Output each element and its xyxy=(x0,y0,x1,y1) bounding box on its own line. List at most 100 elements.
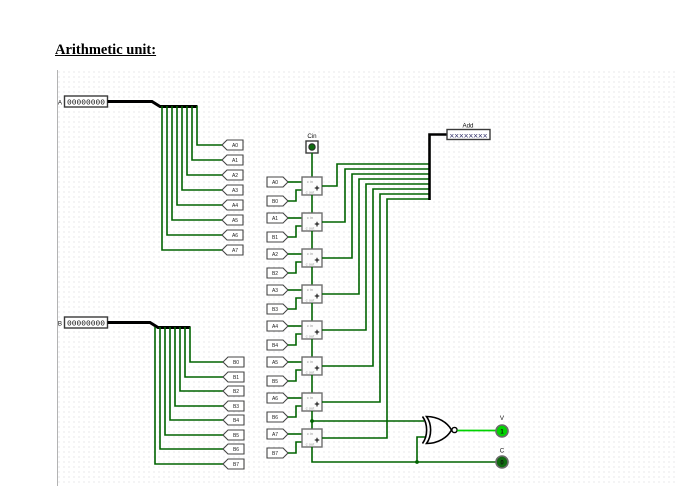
wire xyxy=(191,106,222,161)
adder-plus-sign: + xyxy=(314,435,319,445)
adder-bit0: A0 B0 c in c out + xyxy=(266,163,429,213)
tunnel-shape xyxy=(266,356,289,368)
tunnel-shape xyxy=(222,458,245,470)
tunnel-label: B0 xyxy=(233,360,239,366)
tunnel-shape xyxy=(266,248,289,260)
add-value: xxxxxxxx xyxy=(450,131,488,139)
tunnel-shape xyxy=(266,447,289,459)
wire xyxy=(288,297,302,310)
add-box xyxy=(446,128,491,141)
adder-bit4: A4 B4 c in c out + xyxy=(266,183,429,357)
wire xyxy=(288,369,302,382)
adder-cin-label: c in xyxy=(307,215,313,220)
cin-label: Cin xyxy=(307,133,317,140)
adder-cin-label: c in xyxy=(307,323,313,328)
add-label: Add xyxy=(462,123,474,130)
wire xyxy=(171,106,222,221)
tunnel-label: A3 xyxy=(272,288,278,294)
adder-cin-label: c in xyxy=(307,179,313,184)
tunnel-label: A6 xyxy=(232,233,238,239)
adder-cout-label: c out xyxy=(306,406,316,411)
tunnel-label: B2 xyxy=(233,389,239,395)
wire xyxy=(179,327,223,392)
tunnel-shape xyxy=(221,184,244,196)
tunnel-shape xyxy=(221,229,244,241)
tunnel-shape xyxy=(266,195,289,207)
adder-cin-label: c in xyxy=(307,251,313,256)
a-fanout-wires xyxy=(161,106,222,251)
tunnel-shape xyxy=(221,199,244,211)
tunnel-shape xyxy=(266,212,289,224)
tunnel-shape xyxy=(266,176,289,188)
v-label: V xyxy=(500,415,505,422)
tunnel-shape xyxy=(266,392,289,404)
adder-cout-label: c out xyxy=(306,190,316,195)
input-pin-a[interactable]: A 00000000 xyxy=(58,95,109,108)
carry-out-wire xyxy=(311,447,496,463)
adder-bit5: A5 B5 c in c out + xyxy=(266,188,429,393)
result-bus-trunk-wire xyxy=(428,133,448,200)
tunnel-label: B5 xyxy=(233,433,239,439)
xor-extra-arc xyxy=(421,416,428,444)
tunnel-label: B1 xyxy=(233,375,239,381)
input-a-value: 00000000 xyxy=(67,99,105,107)
tunnel-label: A3 xyxy=(232,188,238,194)
v-pin-value: 1 xyxy=(500,430,504,436)
adder-column: A0 B0 c in c out + A1 B1 xyxy=(266,163,429,459)
sum-wire xyxy=(322,163,429,187)
wire xyxy=(288,333,302,346)
input-pin-b[interactable]: B 00000000 xyxy=(58,316,109,329)
tunnel-shape xyxy=(266,284,289,296)
adder-cout-label: c out xyxy=(306,226,316,231)
tunnel-label: A2 xyxy=(272,252,278,258)
sum-wire xyxy=(322,173,429,259)
tunnel-shape xyxy=(221,244,244,256)
tunnel-label: A1 xyxy=(232,158,238,164)
adder-bit6: A6 B6 c in c out + xyxy=(266,193,429,429)
adder-plus-sign: + xyxy=(314,255,319,265)
a-fanout-tunnels: A0 A1 A2 A3 A4 A5 A6 A7 xyxy=(221,139,244,256)
adder-cout-label: c out xyxy=(306,370,316,375)
tunnel-label: B2 xyxy=(272,271,278,277)
tunnel-shape xyxy=(266,339,289,351)
tunnel-label: A5 xyxy=(272,360,278,366)
tunnel-label: A4 xyxy=(272,324,278,330)
input-b-value: 00000000 xyxy=(67,320,105,328)
tunnel-label: B1 xyxy=(272,235,278,241)
b-fanout-tunnels: B0 B1 B2 B3 B4 B5 B6 B7 xyxy=(222,356,245,470)
sum-wire xyxy=(322,178,429,295)
wire xyxy=(196,106,222,146)
adder-cin-label: c in xyxy=(307,359,313,364)
b-fanout-wires xyxy=(154,327,223,465)
adder-cout-label: c out xyxy=(306,262,316,267)
tunnel-label: B7 xyxy=(272,451,278,457)
tunnel-shape xyxy=(221,154,244,166)
wire xyxy=(184,327,223,378)
tunnel-label: B3 xyxy=(233,404,239,410)
adder-cin-label: c in xyxy=(307,395,313,400)
sum-wire xyxy=(322,168,429,223)
tunnel-label: B4 xyxy=(233,418,239,424)
output-pin-c: C 0 xyxy=(495,448,509,469)
wire xyxy=(288,225,302,238)
tunnel-label: B6 xyxy=(233,447,239,453)
tunnel-label: B3 xyxy=(272,307,278,313)
tunnel-shape xyxy=(221,169,244,181)
adder-bit2: A2 B2 c in c out + xyxy=(266,173,429,285)
tunnel-shape xyxy=(222,429,245,441)
tunnel-shape xyxy=(222,400,245,412)
wire xyxy=(161,106,222,251)
adder-cout-label: c out xyxy=(306,442,316,447)
adder-plus-sign: + xyxy=(314,291,319,301)
tunnel-label: B0 xyxy=(272,199,278,205)
xnor-gate xyxy=(421,415,458,445)
invert-bubble xyxy=(451,426,458,434)
wire xyxy=(159,327,223,450)
c-label: C xyxy=(500,448,505,455)
wire xyxy=(186,106,222,176)
wire xyxy=(189,327,223,363)
tunnel-shape xyxy=(266,320,289,332)
adder-plus-sign: + xyxy=(314,327,319,337)
cin-pin[interactable]: Cin xyxy=(305,133,319,154)
